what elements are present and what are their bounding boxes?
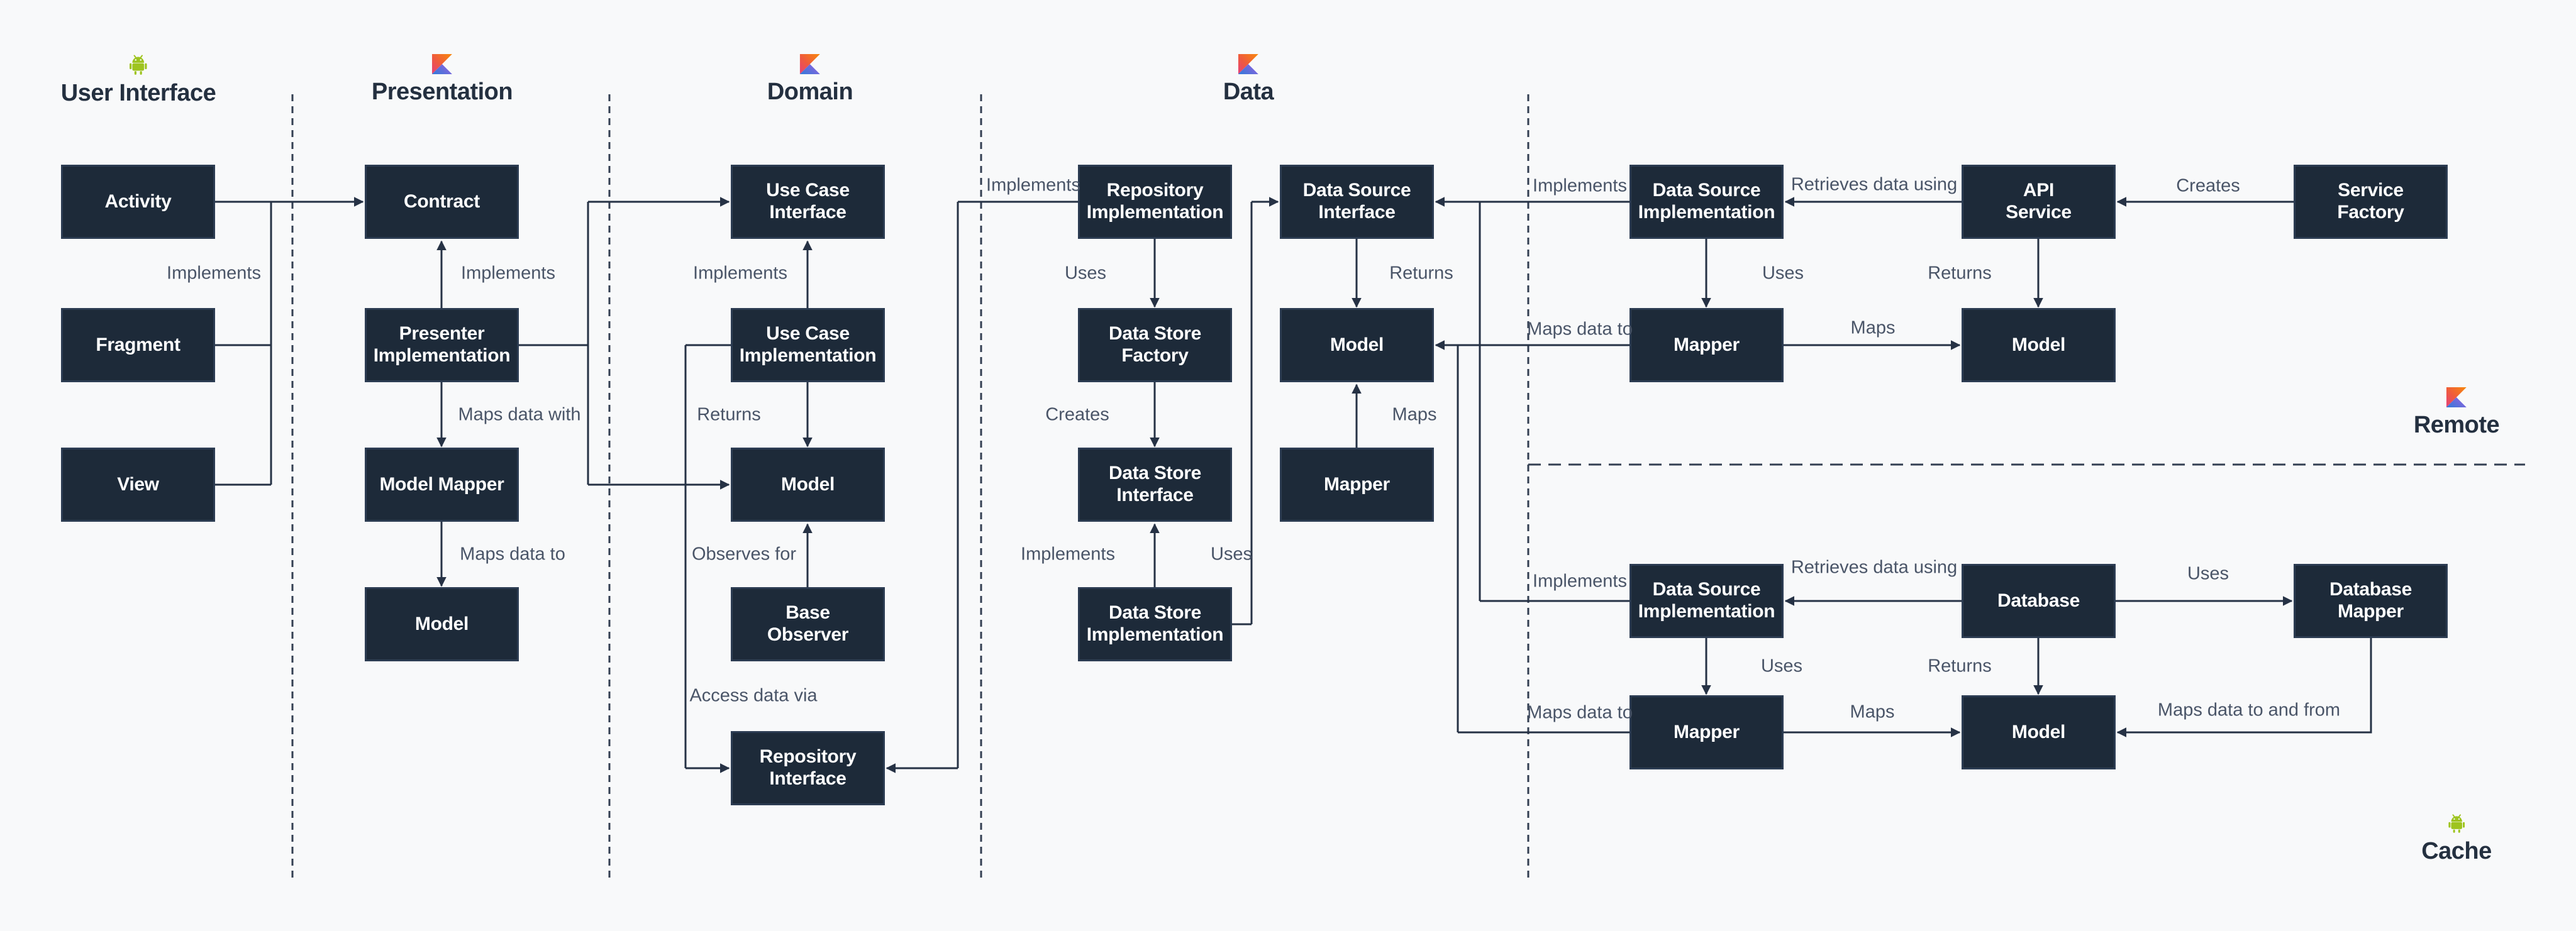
edge-label-retrieves-data-using: Retrieves data using — [1790, 557, 1958, 578]
node-use-case-interface: Use Case Interface — [731, 165, 885, 239]
section-header-domain: Domain — [767, 54, 853, 106]
edge-label-creates: Creates — [2176, 175, 2240, 196]
edge-label-maps-data-to: Maps data to — [460, 544, 565, 565]
node-contract: Contract — [365, 165, 519, 239]
android-icon — [2448, 814, 2465, 833]
edge-label-implements: Implements — [1533, 571, 1627, 592]
section-title: Presentation — [371, 79, 513, 105]
node-use-case-implementation: Use Case Implementation — [731, 308, 885, 382]
node-data-source-interface: Data Source Interface — [1280, 165, 1434, 239]
node-data-mapper: Mapper — [1280, 448, 1434, 522]
edge-label-returns: Returns — [1928, 263, 1992, 284]
edge-label-implements: Implements — [1021, 544, 1115, 565]
edge-label-implements: Implements — [693, 263, 787, 284]
node-data-store-factory: Data Store Factory — [1078, 308, 1232, 382]
node-activity: Activity — [61, 165, 215, 239]
edge-label-returns: Returns — [1389, 263, 1453, 284]
node-data-store-interface: Data Store Interface — [1078, 448, 1232, 522]
edge-label-uses: Uses — [1762, 263, 1804, 284]
node-service-factory: Service Factory — [2294, 165, 2448, 239]
node-presenter-implementation: Presenter Implementation — [365, 308, 519, 382]
edge-label-creates: Creates — [1045, 404, 1109, 425]
section-header-remote: Remote — [2413, 387, 2500, 439]
node-presentation-model: Model — [365, 587, 519, 661]
node-base-observer: Base Observer — [731, 587, 885, 661]
section-title: Domain — [767, 79, 853, 105]
edge-label-implements: Implements — [461, 263, 555, 284]
edge-label-implements: Implements — [167, 263, 261, 284]
node-database-mapper: Database Mapper — [2294, 564, 2448, 638]
edge-label-maps: Maps — [1392, 404, 1437, 425]
edge-label-returns: Returns — [1928, 656, 1992, 676]
edge-label-implements: Implements — [986, 175, 1080, 196]
section-title: Remote — [2413, 412, 2500, 438]
section-header-user-interface: User Interface — [61, 54, 216, 107]
node-cache-model: Model — [1962, 695, 2116, 769]
section-header-presentation: Presentation — [372, 54, 513, 106]
node-repository-implementation: Repository Implementation — [1078, 165, 1232, 239]
node-model-mapper: Model Mapper — [365, 448, 519, 522]
node-remote-mapper: Mapper — [1629, 308, 1784, 382]
kotlin-icon — [799, 54, 820, 74]
section-title: Cache — [2421, 838, 2492, 864]
edge-label-access-data-via: Access data via — [689, 685, 818, 706]
node-cache-data-source-implementation: Data Source Implementation — [1629, 564, 1784, 638]
edge-label-retrieves-data-using: Retrieves data using — [1790, 174, 1958, 195]
node-data-model: Model — [1280, 308, 1434, 382]
edge-label-maps-data-to: Maps data to — [1527, 319, 1633, 339]
node-domain-model: Model — [731, 448, 885, 522]
kotlin-icon — [431, 54, 452, 74]
node-repository-interface: Repository Interface — [731, 731, 885, 805]
kotlin-icon — [1238, 54, 1258, 74]
edge-label-uses: Uses — [1760, 656, 1803, 676]
edge-label-uses: Uses — [2187, 563, 2229, 584]
edge-label-maps-data-to: Maps data to — [1527, 702, 1633, 723]
edge-label-returns: Returns — [697, 404, 761, 425]
section-title: Data — [1223, 79, 1274, 105]
android-icon — [130, 55, 147, 75]
edge-label-uses: Uses — [1064, 263, 1107, 284]
node-database: Database — [1962, 564, 2116, 638]
node-data-store-implementation: Data Store Implementation — [1078, 587, 1232, 661]
node-fragment: Fragment — [61, 308, 215, 382]
node-api-service: API Service — [1962, 165, 2116, 239]
edge-label-uses: Uses — [1210, 544, 1253, 565]
edge-label-maps-data-with: Maps data with — [458, 404, 581, 425]
section-header-cache: Cache — [2421, 813, 2492, 865]
edge-label-implements: Implements — [1533, 175, 1627, 196]
section-title: User Interface — [60, 80, 216, 106]
node-remote-model: Model — [1962, 308, 2116, 382]
node-cache-mapper: Mapper — [1629, 695, 1784, 769]
edge-label-maps: Maps — [1850, 317, 1896, 338]
edge-label-maps: Maps — [1850, 702, 1895, 722]
node-view: View — [61, 448, 215, 522]
kotlin-icon — [2446, 387, 2467, 407]
edge-label-observes-for: Observes for — [692, 544, 796, 565]
node-remote-data-source-implementation: Data Source Implementation — [1629, 165, 1784, 239]
edge-label-maps-data-to-and-from: Maps data to and from — [2157, 700, 2341, 720]
section-header-data: Data — [1223, 54, 1274, 106]
